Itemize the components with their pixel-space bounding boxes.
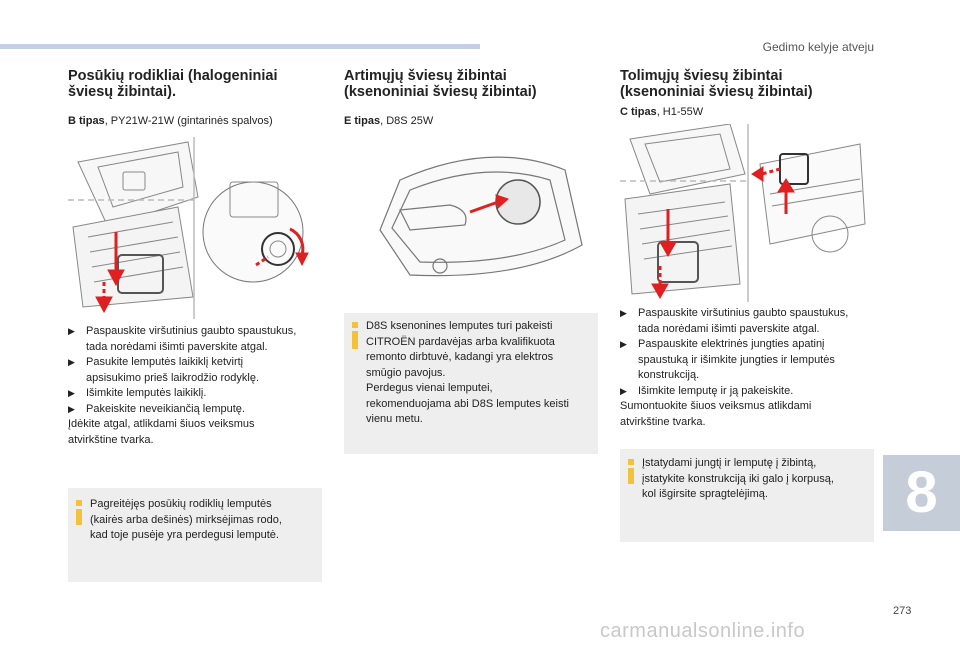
section-title: Gedimo kelyje atveju — [762, 40, 874, 54]
step-item: ▶Pakeiskite neveikiančią lemputę. — [68, 402, 330, 418]
info-icon — [76, 500, 82, 506]
note-high-beam: Įstatydami jungtį ir lemputę į žibintą,į… — [620, 449, 874, 542]
bulb-type: E tipas, D8S 25W — [344, 115, 434, 127]
column-low-beam: Artimųjų šviesų žibintai (ksenoniniai šv… — [344, 68, 604, 127]
heading-turn-signals: Posūkių rodikliai (halogeniniai šviesų ž… — [68, 68, 278, 100]
step-item: ▶Išimkite lemputę ir ją pakeiskite. — [620, 384, 882, 400]
bulb-type: B tipas, PY21W-21W (gintarinės spalvos) — [68, 115, 273, 127]
turn-signal-illustration — [68, 137, 330, 319]
column-turn-signals: Posūkių rodikliai (halogeniniai šviesų ž… — [68, 68, 328, 127]
high-beam-illustration — [620, 124, 870, 302]
step-item: ▶Paspauskite elektrinės jungties apatinį… — [620, 338, 835, 381]
watermark-text: carmanualsonline.info — [600, 620, 806, 642]
low-beam-illustration — [370, 150, 590, 290]
column-high-beam: Tolimųjų šviesų žibintai (ksenoniniai šv… — [620, 68, 880, 118]
pointer-triangle-icon: ▶ — [620, 308, 627, 318]
heading-high-beam: Tolimųjų šviesų žibintai (ksenoniniai šv… — [620, 68, 813, 100]
pointer-triangle-icon: ▶ — [68, 357, 75, 367]
pointer-triangle-icon: ▶ — [68, 326, 75, 336]
step-item: ▶Paspauskite viršutinius gaubto spaustuk… — [68, 325, 297, 353]
chapter-number: 8 — [905, 460, 938, 525]
step-item: ▶Išimkite lemputės laikiklį. — [68, 386, 330, 402]
pointer-triangle-icon: ▶ — [68, 388, 75, 398]
turn-signal-steps: ▶Paspauskite viršutinius gaubto spaustuk… — [68, 324, 330, 448]
pointer-triangle-icon: ▶ — [620, 385, 627, 396]
heading-low-beam: Artimųjų šviesų žibintai (ksenoniniai šv… — [344, 68, 537, 100]
info-icon — [352, 322, 358, 328]
pointer-triangle-icon: ▶ — [68, 403, 75, 414]
page-number: 273 — [893, 605, 912, 617]
note-turn-signal: Pagreitėjęs posūkių rodiklių lemputės(ka… — [68, 488, 322, 582]
high-beam-steps: ▶Paspauskite viršutinius gaubto spaustuk… — [620, 306, 882, 430]
pointer-triangle-icon: ▶ — [620, 339, 627, 349]
header-accent-bar — [0, 44, 480, 49]
chapter-tab: 8 — [883, 455, 960, 531]
step-item: ▶Paspauskite viršutinius gaubto spaustuk… — [620, 307, 849, 335]
bulb-type: C tipas, H1-55W — [620, 106, 704, 118]
info-icon — [628, 459, 634, 465]
